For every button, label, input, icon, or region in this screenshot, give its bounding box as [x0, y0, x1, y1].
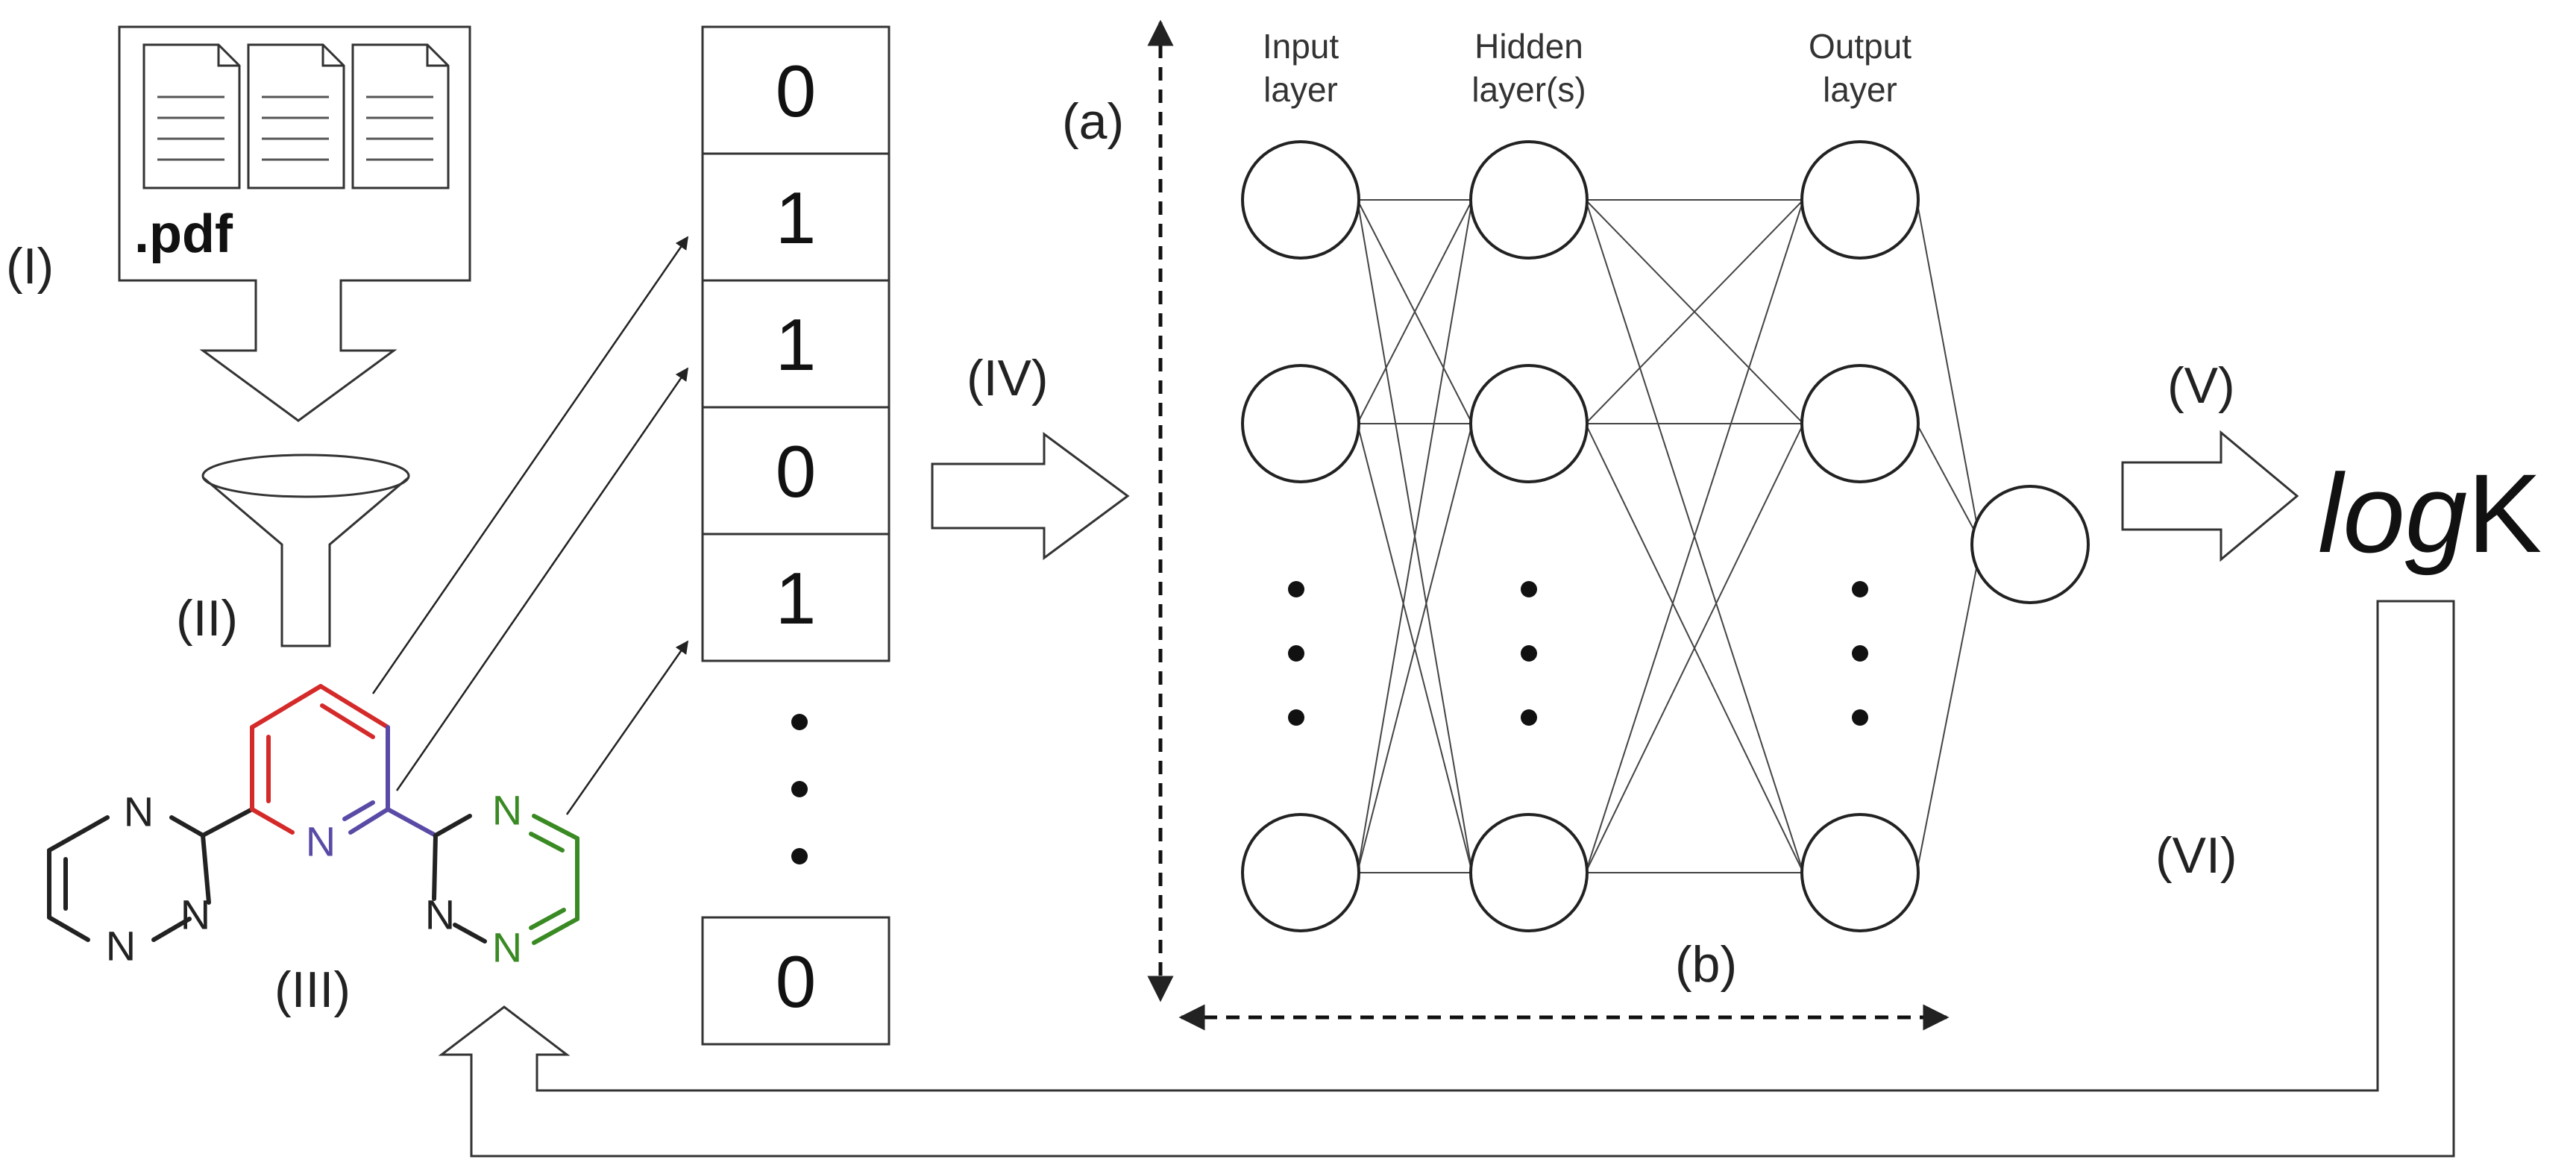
output-layer: Output layer [1800, 27, 1920, 932]
document-page-icon [142, 43, 241, 189]
step-label-iv: (IV) [967, 350, 1049, 406]
layer-label-line: layer [1263, 70, 1338, 109]
step-label-vi: (VI) [2155, 827, 2237, 884]
bit-cell [701, 533, 890, 662]
document-page-icon [247, 43, 345, 189]
bit-value: 1 [776, 304, 817, 386]
input-layer: Input layer [1241, 27, 1360, 932]
neuron [1241, 364, 1360, 483]
right-triazine-ring [432, 814, 579, 945]
final-output-neuron [1970, 485, 2090, 604]
k-text: K [2467, 451, 2542, 576]
pyridine-linker [342, 725, 438, 838]
layer-label-line: Input [1263, 27, 1339, 66]
molecule-to-bit-arrows [371, 236, 689, 815]
pyridine-ring [250, 684, 390, 835]
atom-n: N [425, 891, 455, 938]
neuron [1800, 813, 1920, 932]
step-label-ii: (II) [176, 590, 238, 647]
left-triazine-ring [47, 807, 254, 942]
atom-n: N [106, 923, 136, 970]
feedback-loop-arrow [438, 600, 2455, 1158]
pdf-label: .pdf [134, 204, 233, 264]
step-label-v: (V) [2167, 357, 2235, 414]
neuron [1241, 813, 1360, 932]
step-label-iii: (III) [274, 961, 351, 1018]
bit-value: 1 [776, 557, 817, 639]
ellipsis-dots [791, 714, 808, 864]
document-page-icon [351, 43, 450, 189]
atom-n: N [124, 788, 154, 835]
bit-cell [701, 25, 890, 155]
bit-cell [701, 279, 890, 409]
layer-label-line: layer [1823, 70, 1897, 109]
ellipsis-dots [1852, 581, 1868, 726]
hidden-layer: Hidden layer(s) [1469, 27, 1589, 932]
arrow-to-network [931, 432, 1130, 560]
bit-value: 1 [776, 177, 817, 259]
network-connections [1357, 199, 1979, 873]
arrow-to-result [2121, 430, 2299, 562]
atom-n: N [492, 787, 522, 834]
funnel-icon [201, 453, 410, 647]
logk-result: logK [2318, 451, 2542, 576]
bit-value: 0 [776, 430, 817, 512]
dimension-label-b: (b) [1675, 936, 1737, 993]
dimension-label-a: (a) [1062, 93, 1124, 150]
atom-n: N [492, 924, 522, 971]
atom-n: N [306, 818, 336, 865]
bit-value: 0 [776, 50, 817, 132]
atom-n: N [180, 891, 210, 938]
molecule-structure: N N N N N N N [47, 684, 579, 971]
neuron [1800, 140, 1920, 260]
neuron [1469, 813, 1589, 932]
step-label-i: (I) [6, 238, 54, 295]
neuron [1469, 364, 1589, 483]
neuron [1469, 140, 1589, 260]
neuron [1241, 140, 1360, 260]
ellipsis-dots [1288, 581, 1304, 726]
bit-cell [701, 152, 890, 282]
log-text: log [2318, 451, 2467, 576]
bit-cell [701, 406, 890, 536]
layer-label-line: Hidden [1474, 27, 1583, 66]
layer-label-line: Output [1809, 27, 1911, 66]
bit-cell [701, 916, 890, 1046]
document-source-panel: .pdf [118, 25, 471, 422]
neuron [1800, 364, 1920, 483]
fingerprint-vector: 0 1 1 0 1 0 [701, 25, 890, 1046]
bit-value: 0 [776, 941, 817, 1023]
layer-label-line: layer(s) [1471, 70, 1586, 109]
ellipsis-dots [1521, 581, 1537, 726]
